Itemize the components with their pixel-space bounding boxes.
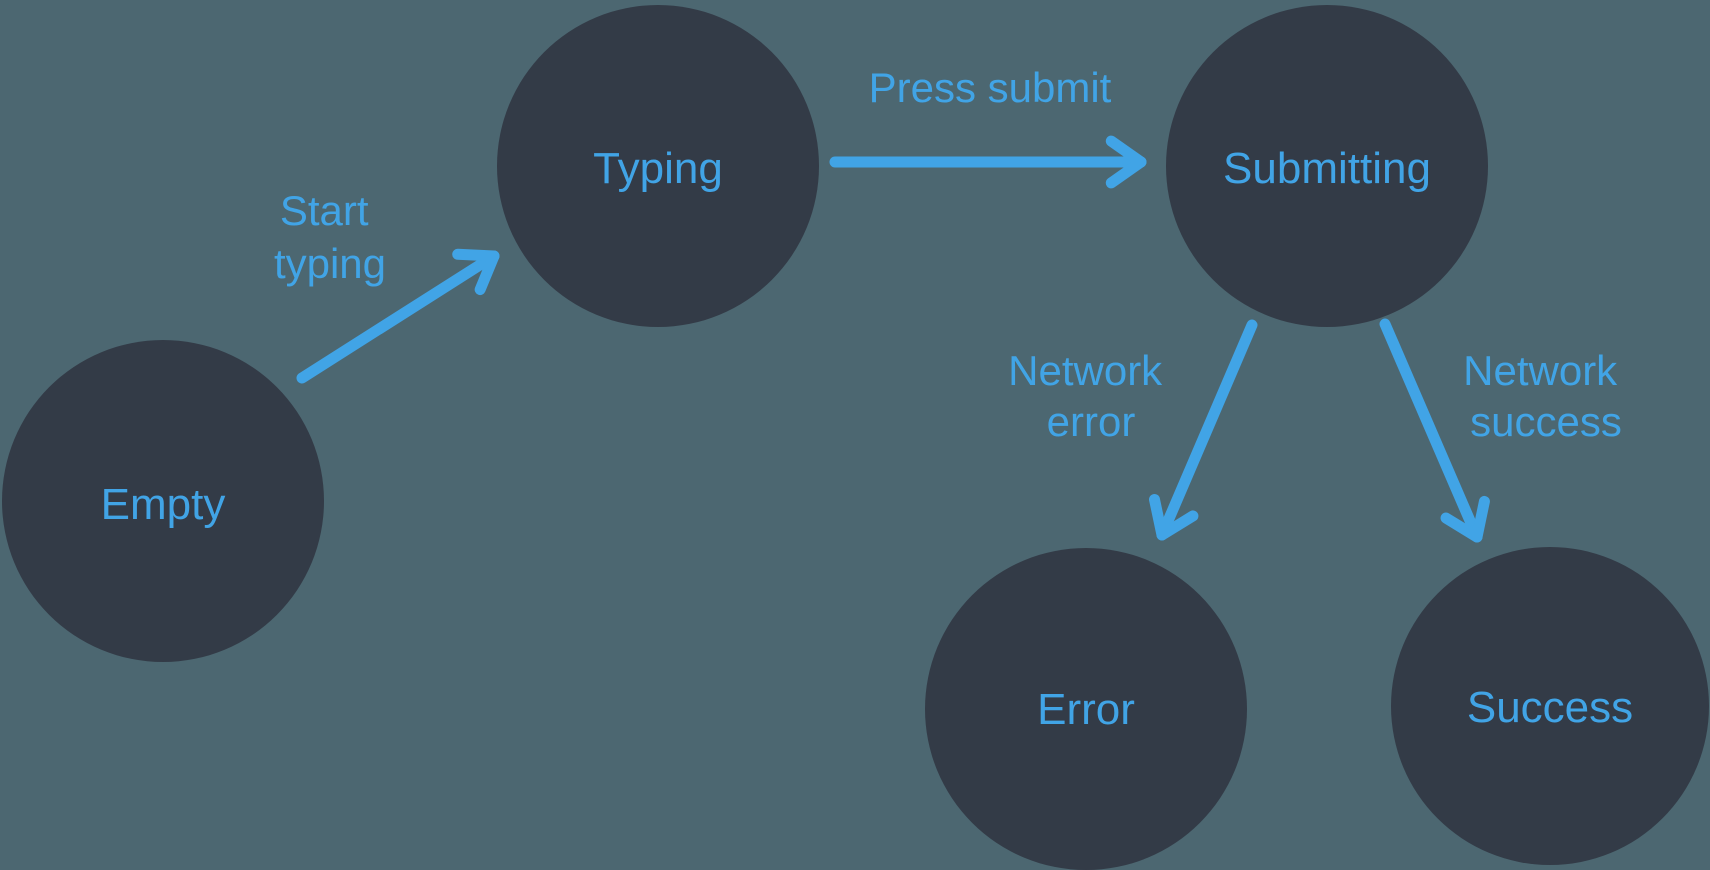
edge-label-line: Network bbox=[1463, 347, 1618, 394]
state-circle-submitting bbox=[1166, 5, 1488, 327]
edge-network-success: Network success bbox=[1379, 318, 1629, 543]
state-label-typing: Typing bbox=[593, 144, 723, 193]
state-node-typing: Typing bbox=[497, 5, 819, 327]
edge-arrow-network-error bbox=[1148, 319, 1258, 541]
edge-arrow-start-typing bbox=[296, 248, 500, 384]
edge-label-network-error: Network error bbox=[1008, 347, 1174, 445]
edge-network-error: Network error bbox=[1008, 319, 1258, 541]
edge-label-line: success bbox=[1470, 398, 1622, 445]
state-label-error: Error bbox=[1037, 685, 1135, 734]
edge-label-line: typing bbox=[274, 240, 386, 287]
edge-label-network-success: Network success bbox=[1463, 347, 1629, 445]
state-node-submitting: Submitting bbox=[1166, 5, 1488, 327]
edge-label-line: Start bbox=[280, 187, 369, 234]
state-label-success: Success bbox=[1467, 683, 1633, 732]
state-node-success: Success bbox=[1391, 547, 1709, 865]
edge-label-press-submit: Press submit bbox=[869, 64, 1112, 111]
edge-press-submit: Press submit bbox=[829, 64, 1147, 189]
state-circle-error bbox=[925, 548, 1247, 870]
state-label-empty: Empty bbox=[101, 480, 226, 529]
state-circle-typing bbox=[497, 5, 819, 327]
state-circle-success bbox=[1391, 547, 1709, 865]
state-node-error: Error bbox=[925, 548, 1247, 870]
state-label-submitting: Submitting bbox=[1223, 144, 1431, 193]
state-node-empty: Empty bbox=[2, 340, 324, 662]
edge-label-line: error bbox=[1047, 398, 1136, 445]
edge-arrow-network-success bbox=[1379, 318, 1490, 543]
edge-label-line: Network bbox=[1008, 347, 1163, 394]
edge-start-typing: Start typing bbox=[274, 187, 500, 384]
state-circle-empty bbox=[2, 340, 324, 662]
edge-label-start-typing: Start typing bbox=[274, 187, 386, 287]
edge-label-line: Press submit bbox=[869, 64, 1112, 111]
